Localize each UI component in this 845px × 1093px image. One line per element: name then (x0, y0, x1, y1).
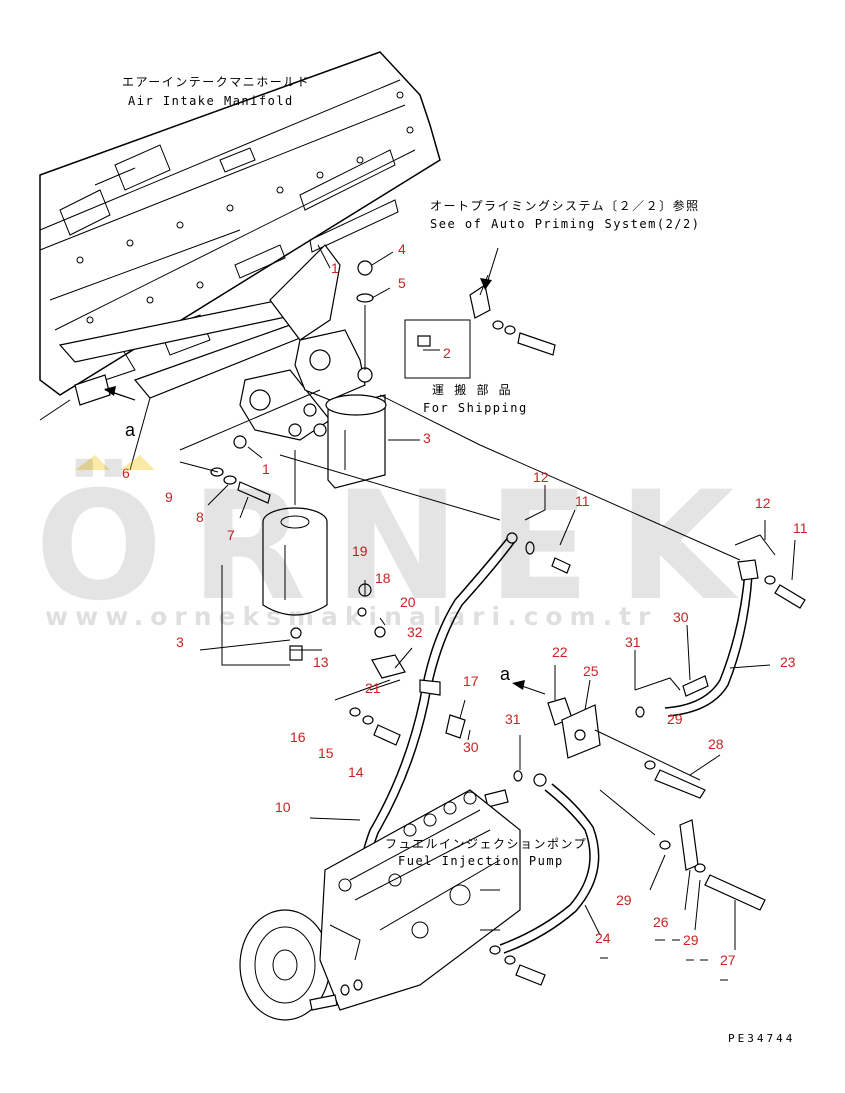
bracket-26-group (599, 789, 766, 911)
part-number: 1 (331, 260, 339, 276)
shipping-caption-jp: 運 搬 部 品 (432, 382, 512, 397)
part-number: 27 (720, 952, 736, 968)
fuel-tube-23 (664, 534, 806, 717)
view-labels: a a (125, 420, 511, 684)
part-number: 21 (365, 680, 381, 696)
watermark-brand: ÖRNEK (35, 458, 762, 634)
part-number: 28 (708, 736, 724, 752)
fastener-group-right (634, 675, 709, 718)
part-number: 31 (625, 634, 641, 650)
part-number: 12 (755, 495, 771, 511)
part-number: 4 (398, 241, 406, 257)
part-number: 29 (616, 892, 632, 908)
part-number: 13 (313, 654, 329, 670)
arrow-priming-icon (480, 278, 492, 290)
dash-marks (600, 939, 728, 981)
filter-cartridge-lower (262, 450, 328, 616)
part-number: 12 (533, 469, 549, 485)
arrow-left-a-icon (104, 386, 116, 396)
part-number: 5 (398, 275, 406, 291)
view-label-a-left: a (125, 420, 136, 440)
part-number: 26 (653, 914, 669, 930)
part-number: 6 (122, 465, 130, 481)
part-number: 16 (290, 729, 306, 745)
part-number: 14 (348, 764, 364, 780)
watermark: ÖRNEK www.orneksmakinalari.com.tr (35, 455, 762, 634)
part-number: 15 (318, 745, 334, 761)
fuel-injection-pump (239, 789, 521, 1021)
part-number: 18 (375, 570, 391, 586)
watermark-url: www.orneksmakinalari.com.tr (45, 602, 657, 631)
part-number: 31 (505, 711, 521, 727)
part-number: 2 (443, 345, 451, 361)
watermark-accent-icon (120, 455, 155, 470)
part-number: 23 (780, 654, 796, 670)
part-number: 32 (407, 624, 423, 640)
pump-caption-jp: フュエルインジェクションポンプ (385, 837, 587, 851)
part-number: 29 (667, 711, 683, 727)
reference-code: PE34744 (728, 1032, 795, 1045)
arrow-right-a-icon (512, 680, 525, 690)
shipping-caption-en: For Shipping (423, 401, 528, 415)
part-number: 19 (352, 543, 368, 559)
part-number: 24 (595, 930, 611, 946)
part-number: 25 (583, 663, 599, 679)
manifold-caption-en: Air Intake Manifold (128, 94, 294, 108)
priming-caption-en: See of Auto Priming System(2/2) (430, 217, 700, 231)
part-number: 3 (423, 430, 431, 446)
part-number: 11 (575, 493, 590, 509)
reference-lines (179, 389, 741, 666)
filter-cartridge-upper (325, 394, 387, 489)
manifold-caption-jp: エアーインテークマニホールド (122, 75, 310, 89)
auto-priming-fasteners (469, 274, 556, 356)
part-number: 11 (793, 520, 808, 536)
view-label-a-right: a (500, 664, 511, 684)
watermark-accent-icon (75, 455, 110, 470)
part-number: 3 (176, 634, 184, 650)
part-number: 22 (552, 644, 568, 660)
part-number: 9 (165, 489, 173, 505)
part-number: 30 (673, 609, 689, 625)
part-number: 1 (262, 461, 270, 477)
part-number: 30 (463, 739, 479, 755)
part-number: 29 (683, 932, 699, 948)
part-number: 10 (275, 799, 291, 815)
captions: エアーインテークマニホールド Air Intake Manifold オートプラ… (122, 75, 700, 868)
part-number: 8 (196, 509, 204, 525)
part-number: 17 (463, 673, 479, 689)
air-intake-manifold (39, 51, 441, 396)
leader-lines (179, 244, 796, 950)
priming-caption-jp: オートプライミングシステム〔２／２〕参照 (430, 198, 700, 213)
view-arrows (104, 247, 546, 695)
part-number-labels: 1 1 2 3 3 4 5 6 7 8 9 10 11 11 12 12 13 … (122, 241, 808, 968)
pump-caption-en: Fuel Injection Pump (398, 854, 564, 868)
fuel-hose-24 (484, 770, 600, 986)
part-number: 20 (400, 594, 416, 610)
shipping-box (404, 319, 471, 379)
part-number: 7 (227, 527, 235, 543)
fastener-group-left (210, 260, 431, 661)
spacer-block (547, 697, 706, 799)
filter-head (239, 244, 373, 441)
